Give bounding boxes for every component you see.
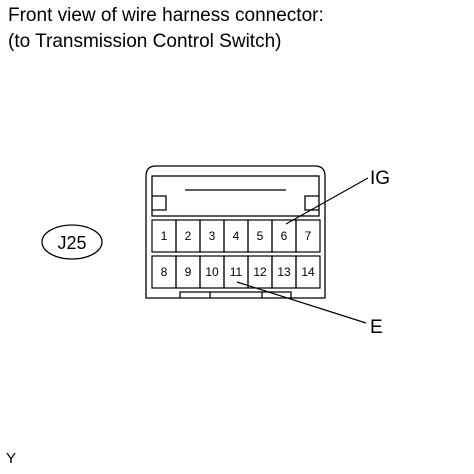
pin-number: 9 (185, 265, 192, 279)
pin-cell (295, 255, 321, 289)
connector-code: J25 (57, 233, 86, 253)
pin-number: 8 (161, 265, 168, 279)
pin-number: 10 (205, 265, 219, 279)
e-label: E (370, 317, 383, 338)
pin-number: 2 (185, 229, 192, 243)
connector-code-oval (41, 224, 103, 260)
pin-cell (295, 219, 321, 253)
caption-line-2: (to Transmission Control Switch) (8, 31, 282, 52)
pin-number: 5 (257, 229, 264, 243)
pin-number: 11 (230, 265, 243, 279)
pin-number: 13 (277, 265, 291, 279)
pin-number: 14 (301, 265, 315, 279)
pin-number: 7 (305, 229, 312, 243)
pin-number: 4 (233, 229, 240, 243)
e-leader-line (236, 281, 367, 324)
pin-number: 12 (253, 265, 267, 279)
ig-leader-line (285, 177, 369, 225)
ig-label: IG (370, 168, 390, 189)
pin-number: 1 (161, 229, 168, 243)
pin-number: 3 (209, 229, 216, 243)
caption-line-1: Front view of wire harness connector: (8, 5, 324, 26)
connector-housing (145, 165, 326, 299)
footer-mark: Y (6, 450, 17, 467)
pin-number: 6 (281, 229, 288, 243)
